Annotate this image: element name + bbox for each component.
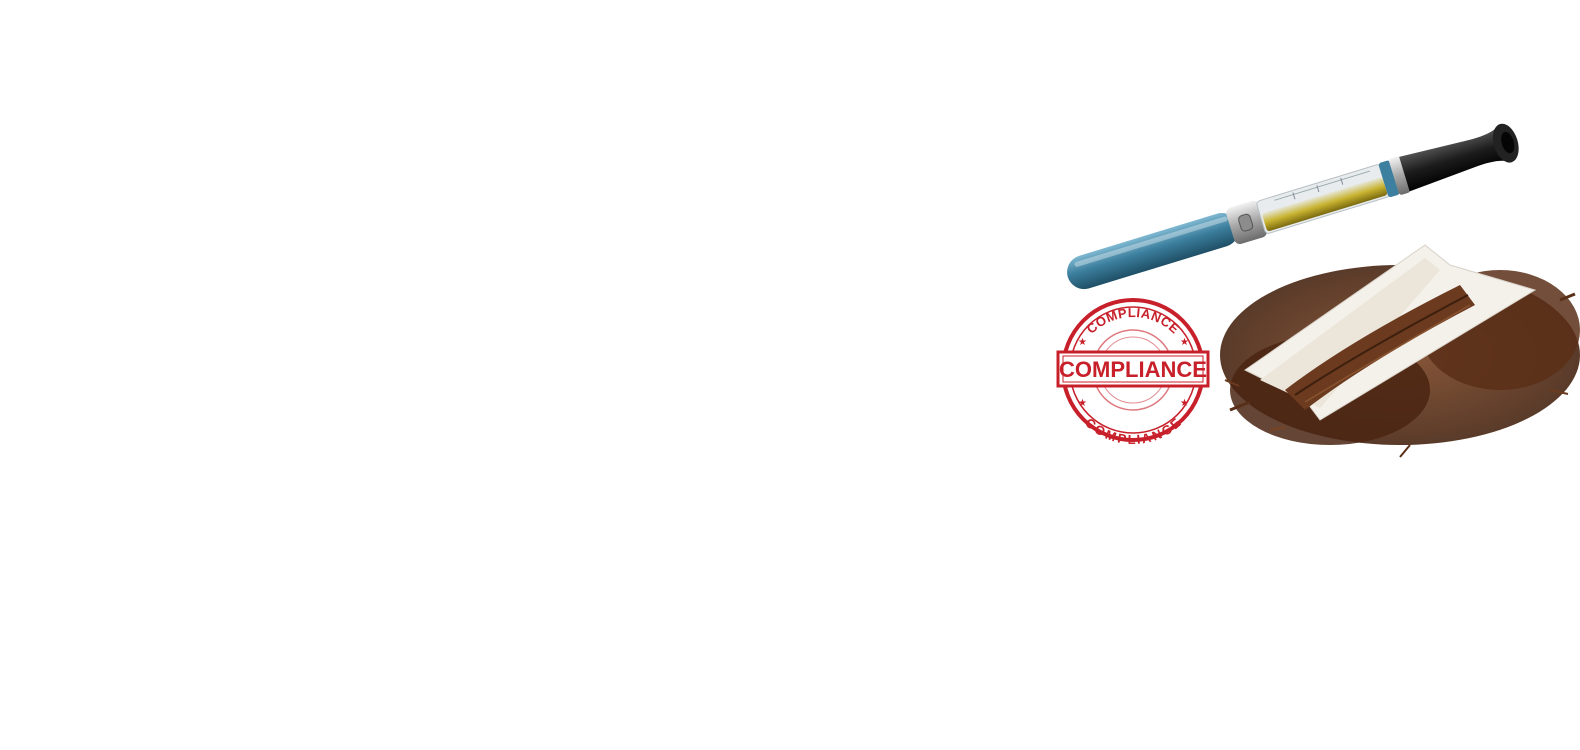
hero-illustration: COMPLIANCE COMPLIANCE COMPLIANCE ★ ★ ★ ★ <box>1030 90 1580 480</box>
stamp-main-text: COMPLIANCE <box>1059 357 1207 382</box>
stamp-star-icon: ★ <box>1078 398 1087 409</box>
vape-pen-icon <box>1067 123 1519 290</box>
hero-illustration-svg: COMPLIANCE COMPLIANCE COMPLIANCE ★ ★ ★ ★ <box>1056 123 1580 458</box>
compliance-stamp-icon: COMPLIANCE COMPLIANCE COMPLIANCE ★ ★ ★ ★ <box>1056 298 1210 447</box>
stamp-star-icon: ★ <box>1180 398 1189 409</box>
tobacco-rolling-paper-icon <box>1220 244 1580 458</box>
stamp-star-icon: ★ <box>1078 337 1087 348</box>
stamp-star-icon: ★ <box>1180 337 1189 348</box>
